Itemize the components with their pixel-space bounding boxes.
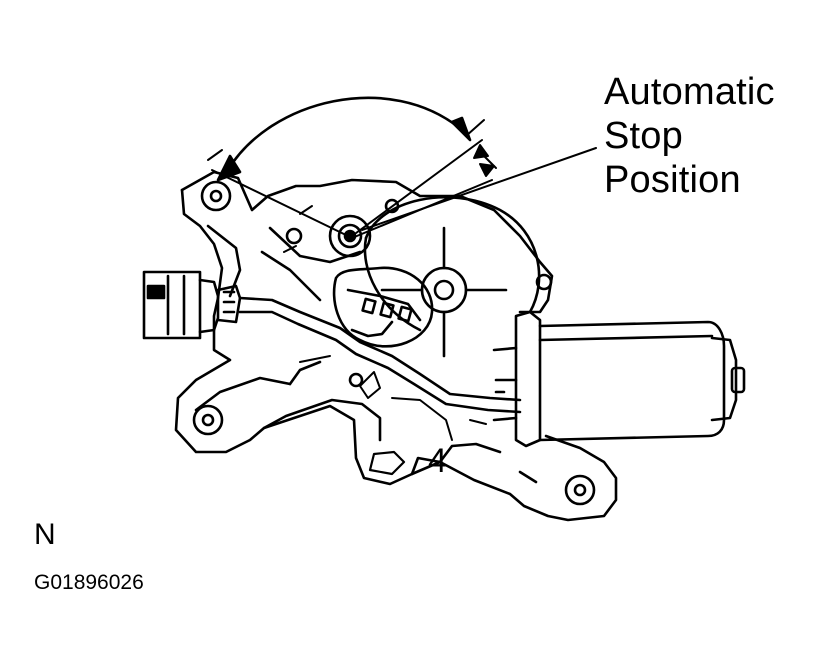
- callout-line-3: Position: [604, 159, 741, 201]
- callout-line-1: Automatic: [604, 71, 775, 113]
- stop-position-lines: [211, 119, 497, 239]
- output-shaft: [328, 214, 372, 258]
- housing-details: [283, 205, 487, 441]
- figure-code: G01896026: [34, 571, 144, 594]
- part-number-label: 4: [428, 442, 447, 480]
- view-letter: N: [34, 518, 56, 551]
- callout-line-2: Stop: [604, 115, 683, 157]
- connector-plug: [142, 270, 242, 340]
- mounting-holes: [192, 180, 596, 506]
- motor-body: [492, 310, 746, 448]
- gear-cover: [260, 196, 541, 358]
- motor-housing: [174, 170, 618, 522]
- rotation-arc: [207, 96, 472, 182]
- callout-leader-line: [361, 147, 597, 231]
- arc-arrow-right-icon: [450, 116, 472, 142]
- wire-harness: [238, 266, 522, 414]
- automatic-stop-position-callout: Automatic Stop Position: [604, 70, 775, 202]
